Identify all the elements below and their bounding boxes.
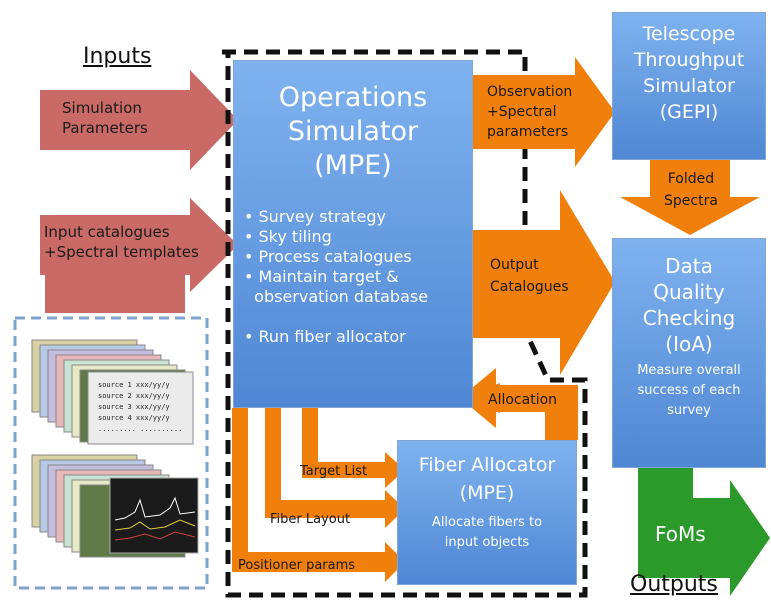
simulation-parameters-label: Simulation Parameters — [62, 98, 148, 138]
output-catalogues-line: Catalogues — [490, 279, 569, 295]
arrow-output-catalogues — [470, 190, 615, 375]
arrow-foms — [638, 468, 770, 596]
dqc-title-line: (IoA) — [665, 332, 713, 356]
observation-line: +Spectral — [487, 104, 557, 120]
telescope-title-line: Simulator — [643, 75, 735, 97]
ops-title-line: Operations — [278, 82, 428, 113]
observation-line: Observation — [487, 84, 573, 100]
catalogue-connector — [45, 275, 185, 313]
task-item: • Survey strategy — [244, 207, 386, 226]
fiber-title-line: Fiber Allocator — [418, 454, 556, 476]
telescope-title-line: (GEPI) — [659, 101, 719, 123]
foms-label: FoMs — [655, 522, 706, 546]
template-stack-bottom — [31, 454, 199, 558]
fiber-title-line: (MPE) — [459, 482, 515, 504]
dqc-desc-line: success of each — [637, 383, 741, 398]
ops-title-line: Simulator — [287, 116, 419, 147]
arrow-input-catalogues — [40, 198, 238, 292]
operations-simulator-tasks: • Survey strategy • Sky tiling • Process… — [244, 207, 428, 347]
task-item: • Maintain target & — [244, 267, 399, 286]
task-item: • Sky tiling — [244, 227, 332, 246]
catalogue-line: source 1 xxx/yy/y — [98, 381, 170, 389]
template-stack-top — [31, 339, 194, 445]
catalogue-line: source 2 xxx/yy/y — [98, 392, 170, 400]
operations-simulator-box: Operations Simulator (MPE) — [233, 60, 473, 408]
catalogue-line: source 4 xxx/yy/y — [98, 414, 170, 422]
folded-spectra-line: Spectra — [664, 193, 718, 209]
task-item: • Process catalogues — [244, 247, 412, 266]
input-catalogues-label: Input catalogues +Spectral templates — [44, 222, 199, 262]
task-item: • Run fiber allocator — [244, 327, 406, 346]
fiber-desc-line: input objects — [444, 535, 530, 550]
arrow-target-list — [302, 408, 405, 488]
inputs-header: Inputs — [83, 44, 152, 69]
catalogue-line: ......... .......... — [98, 425, 183, 433]
folded-spectra-line: Folded — [667, 171, 715, 187]
fiber-allocator-box: Fiber Allocator (MPE) Allocate fibers to… — [397, 440, 577, 585]
arrow-folded-spectra — [620, 160, 760, 235]
catalogue-panel — [13, 316, 209, 590]
catalogue-line: source 3 xxx/yy/y — [98, 403, 170, 411]
output-catalogues-label: Output Catalogues — [490, 254, 569, 298]
fiber-layout-label: Fiber Layout — [270, 512, 351, 527]
telescope-title-line: Throughput — [633, 49, 745, 71]
sim-params-line-1: Simulation — [62, 99, 142, 117]
sim-params-line-2: Parameters — [62, 119, 148, 137]
arrow-positioner-params — [232, 408, 405, 582]
dqc-desc-line: Measure overall — [637, 363, 741, 378]
catalogue-card-text: source 1 xxx/yy/y source 2 xxx/yy/y sour… — [98, 380, 182, 435]
target-list-label: Target List — [300, 464, 368, 479]
outputs-header: Outputs — [630, 572, 718, 597]
observation-label: Observation +Spectral parameters — [487, 82, 572, 142]
arrow-allocation-body — [460, 368, 578, 440]
output-catalogues-line: Output — [490, 257, 539, 273]
telescope-simulator-box: Telescope Throughput Simulator (GEPI) — [612, 12, 766, 160]
task-item: observation database — [244, 287, 429, 306]
arrow-simulation-parameters — [40, 70, 238, 170]
catalogues-line-2: +Spectral templates — [44, 243, 199, 261]
dqc-title-line: Checking — [642, 306, 736, 330]
dqc-desc-line: survey — [667, 403, 711, 418]
dqc-title-line: Data — [665, 254, 713, 278]
folded-spectra-label: Folded Spectra — [664, 168, 718, 212]
data-quality-box: Data Quality Checking (IoA) Measure over… — [612, 238, 766, 468]
positioner-params-label: Positioner params — [238, 558, 356, 573]
allocation-label: Allocation — [488, 392, 558, 408]
operations-simulator-title: Operations Simulator (MPE) — [234, 81, 472, 183]
ops-title-line: (MPE) — [314, 150, 392, 181]
fiber-desc-line: Allocate fibers to — [431, 515, 543, 530]
catalogues-line-1: Input catalogues — [44, 223, 170, 241]
arrow-fiber-layout — [265, 408, 405, 528]
observation-line: parameters — [487, 124, 569, 140]
dqc-title-line: Quality — [653, 280, 725, 304]
arrow-observation — [470, 57, 615, 167]
fiber-allocator-title: Fiber Allocator (MPE) — [398, 451, 576, 507]
telescope-title-line: Telescope — [642, 23, 736, 45]
dqc-title: Data Quality Checking (IoA) — [613, 253, 765, 357]
dqc-description: Measure overall success of each survey — [613, 361, 765, 421]
fiber-allocator-description: Allocate fibers to input objects — [398, 513, 576, 553]
